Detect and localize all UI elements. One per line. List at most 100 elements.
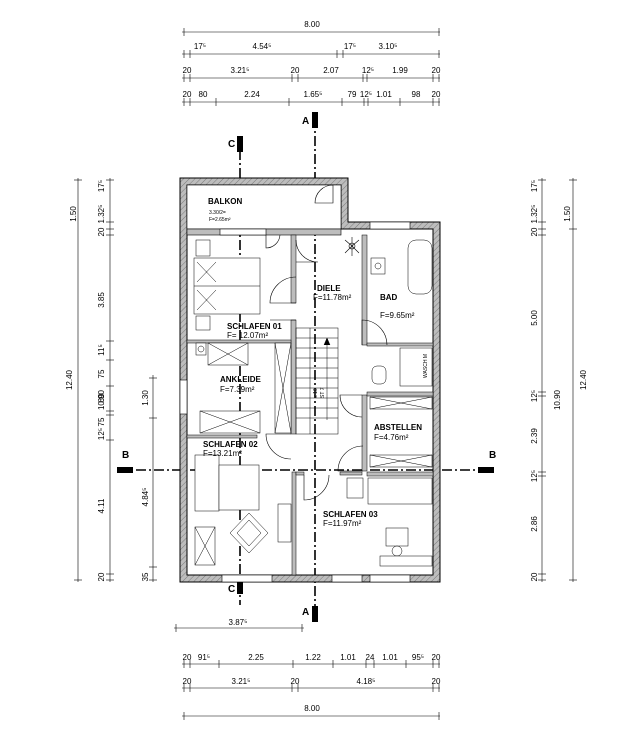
dim-label: 20 xyxy=(291,677,300,686)
washer-label: WASCH M xyxy=(423,354,429,378)
section-b-right: B xyxy=(489,450,496,461)
dim-label: 20 xyxy=(183,90,192,99)
dim-label: 75 xyxy=(97,417,106,426)
plant-icon xyxy=(344,237,360,256)
dim-label: 20 xyxy=(530,572,539,581)
dim-label: 80 xyxy=(97,393,106,402)
section-arrow-icon xyxy=(312,606,318,622)
windows xyxy=(179,221,411,583)
dim-label: 17⁵ xyxy=(194,42,206,51)
toilet xyxy=(371,365,387,385)
room-schlafen-01-area: F= 12.07m² xyxy=(227,331,268,340)
dim-label: 1.32⁵ xyxy=(97,205,106,224)
door-swing xyxy=(303,474,330,501)
dim-label: 1.65⁵ xyxy=(304,90,323,99)
room-diele-area: F=11.78m² xyxy=(313,293,352,302)
dim-label: 12⁵ xyxy=(360,90,372,99)
dim-label: 4.84⁵ xyxy=(141,488,150,507)
stair-label-2: ST 7 xyxy=(320,387,326,398)
top-dimension-labels: 8.00 17⁵ 4.54⁵ 17⁵ 3.10⁵ 20 3.21⁵ 20 2.0… xyxy=(183,20,441,99)
window xyxy=(331,574,363,583)
room-schlafen-03-area: F=11.97m² xyxy=(323,519,362,528)
dim-label: 95⁵ xyxy=(412,653,424,662)
door-swing xyxy=(269,276,297,321)
dim-label: 4.11 xyxy=(97,498,106,514)
dim-label: 10.90 xyxy=(97,389,106,410)
dim-label: 12⁵ xyxy=(362,66,374,75)
dim-label: 1.50 xyxy=(69,206,78,222)
dim-label: 4.54⁵ xyxy=(253,42,272,51)
door-swing xyxy=(361,319,388,346)
top-dimensions xyxy=(182,28,440,106)
dim-label: 2.86 xyxy=(530,516,539,532)
dim-label: 12⁵ xyxy=(530,470,539,482)
door-swing xyxy=(265,234,281,249)
section-b-left: B xyxy=(122,450,129,461)
sofa xyxy=(194,454,220,512)
left-dimension-labels: 12.40 1.50 10.90 1.32⁵ 17⁵ 20 3.85 11⁵ 7… xyxy=(65,180,150,582)
dim-label: 1.32⁵ xyxy=(530,205,539,224)
dim-label: 1.01 xyxy=(382,653,398,662)
dim-label: 20 xyxy=(432,90,441,99)
bottom-dimensions xyxy=(174,624,440,720)
room-bad: BAD xyxy=(380,293,398,302)
dim-label: 1.22 xyxy=(305,653,321,662)
bathtub xyxy=(407,239,433,295)
window xyxy=(219,228,267,236)
door-swing xyxy=(337,445,364,472)
chair xyxy=(391,545,403,557)
dim-label: 12⁵ xyxy=(530,390,539,402)
dim-label: 3.10⁵ xyxy=(379,42,398,51)
dim-label: 17⁵ xyxy=(344,42,356,51)
section-arrow-icon xyxy=(312,112,318,128)
window xyxy=(179,379,188,415)
dim-label: 20 xyxy=(530,227,539,236)
dim-label: 3.87⁵ xyxy=(229,618,248,627)
dim-label: 1.30 xyxy=(141,390,150,406)
bottom-dimension-labels: 3.87⁵ 20 91⁵ 2.25 1.22 1.01 24 1.01 95⁵ … xyxy=(183,618,441,713)
dim-label: 1.01 xyxy=(376,90,392,99)
doors xyxy=(265,184,388,501)
section-a-top: A xyxy=(302,116,309,127)
dim-label: 1.99 xyxy=(392,66,408,75)
furniture xyxy=(193,239,433,567)
door-swing xyxy=(339,394,363,418)
stair-label: ≤ 16 xyxy=(313,388,319,398)
section-a-bottom: A xyxy=(302,607,309,618)
dim-label: 8.00 xyxy=(304,704,320,713)
dim-label: 1.01 xyxy=(340,653,356,662)
dim-label: 17⁵ xyxy=(530,180,539,192)
dim-label: 2.24 xyxy=(244,90,260,99)
dim-label: 20 xyxy=(432,66,441,75)
dim-label: 10.90 xyxy=(553,389,562,410)
dim-label: 8.00 xyxy=(304,20,320,29)
section-arrow-icon xyxy=(478,467,494,473)
dim-label: 91⁵ xyxy=(198,653,210,662)
room-bad-area: F=9.65m² xyxy=(380,311,415,320)
dim-label: 80 xyxy=(199,90,208,99)
staircase xyxy=(295,327,339,435)
dim-label: 3.21⁵ xyxy=(231,66,250,75)
dim-label: 79 xyxy=(348,90,357,99)
dim-label: 20 xyxy=(183,66,192,75)
section-c-bottom: C xyxy=(228,584,235,595)
door-swing xyxy=(314,184,334,204)
room-ankleide-area: F=7.39m² xyxy=(220,385,255,394)
dim-label: 12⁵ xyxy=(97,428,106,440)
dim-label: 20 xyxy=(183,677,192,686)
dim-label: 20 xyxy=(97,227,106,236)
dim-label: 20 xyxy=(291,66,300,75)
room-diele: DIELE xyxy=(317,284,341,293)
right-dimension-labels: 12.40 10.90 1.50 1.32⁵ 17⁵ 20 5.00 12⁵ 2… xyxy=(530,180,588,582)
room-balkon: BALKON xyxy=(208,197,242,206)
dim-label: 12.40 xyxy=(579,369,588,390)
dim-label: 2.25 xyxy=(248,653,264,662)
door-swing xyxy=(265,433,292,460)
dim-label: 11⁵ xyxy=(97,344,106,356)
dim-label: 1.50 xyxy=(563,206,572,222)
room-abstellen-area: F=4.76m² xyxy=(374,433,409,442)
dim-label: 20 xyxy=(183,653,192,662)
desk xyxy=(385,527,409,547)
dim-label: 3.85 xyxy=(97,292,106,308)
